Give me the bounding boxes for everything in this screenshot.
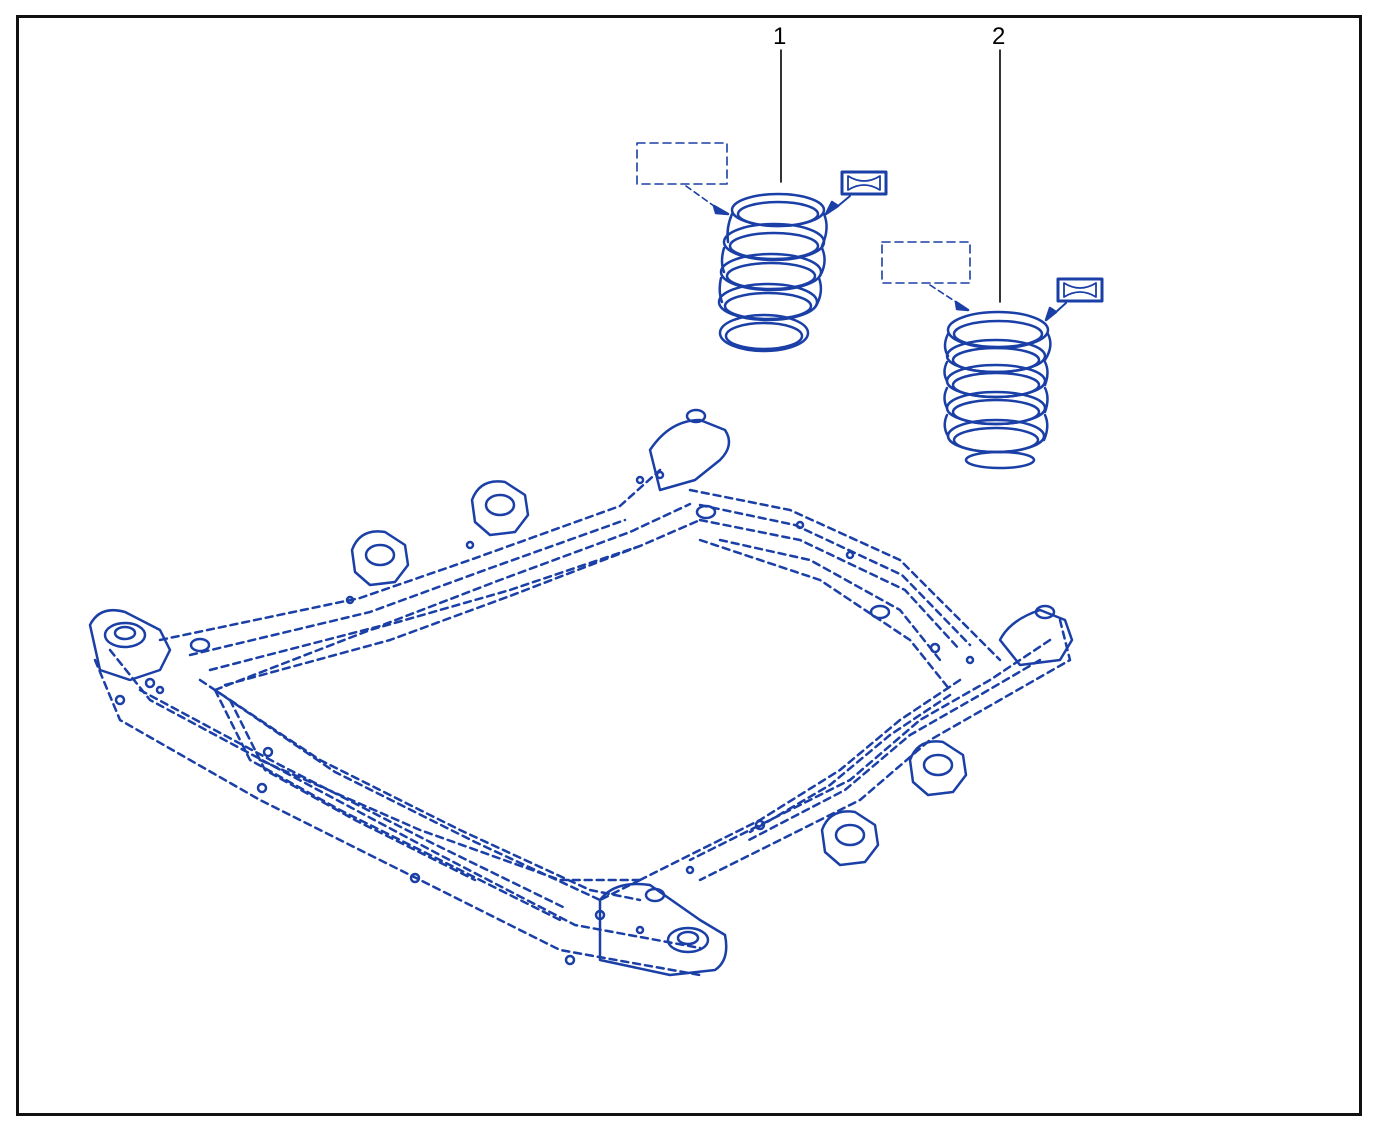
callout-1[interactable]: 1 [773, 23, 787, 50]
callout-2[interactable]: 2 [992, 23, 1006, 50]
part-symbol-2-icon [1044, 277, 1104, 322]
part-symbol-1-icon [824, 170, 888, 216]
reference-box-1a-icon [636, 142, 728, 185]
coil-spring-2-icon[interactable] [943, 310, 1052, 470]
reference-box-2a-icon [881, 241, 971, 284]
coil-spring-1-icon[interactable] [717, 192, 828, 353]
subframe-icon[interactable] [88, 408, 1074, 977]
